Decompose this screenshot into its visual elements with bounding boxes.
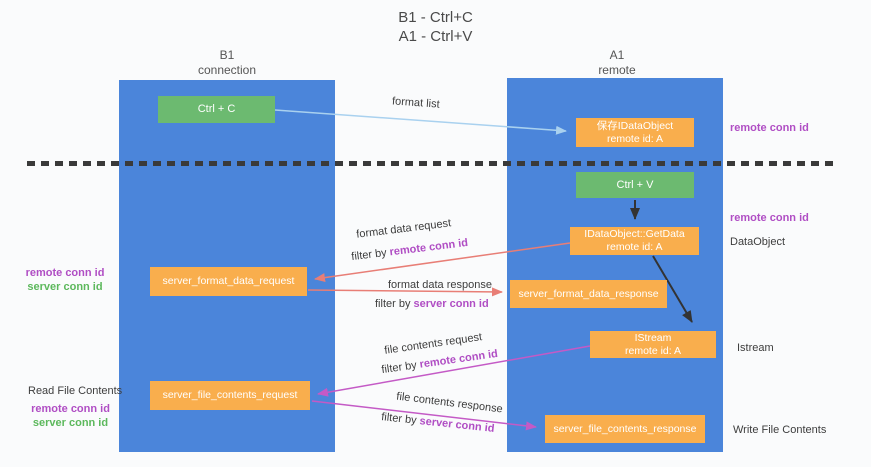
istream-line2: remote id: A — [624, 344, 682, 357]
istream-annotation: Istream — [737, 342, 774, 354]
remote-conn-id-annotation-left-bottom: remote conn id — [31, 403, 110, 415]
remote-conn-id-annotation-left: remote conn id — [25, 267, 105, 279]
title-line-1: B1 - Ctrl+C — [398, 9, 473, 26]
ctrl-v-label: Ctrl + V — [616, 178, 654, 191]
ctrl-v-box: Ctrl + V — [576, 172, 694, 198]
server-conn-id-annotation-left: server conn id — [27, 281, 103, 293]
lane-b1-subtitle: connection — [197, 63, 257, 77]
server-conn-id-annotation-left-bottom: server conn id — [32, 417, 109, 429]
file-contents-response-caption: file contents response — [395, 390, 504, 416]
server-file-contents-response-box: server_file_contents_response — [545, 415, 705, 443]
filter-by-text: filter by — [380, 358, 421, 377]
dataobject-annotation: DataObject — [730, 236, 786, 248]
lane-header-a1: A1 remote — [517, 48, 717, 78]
left-conn-ids-bottom: remote conn id server conn id — [28, 402, 113, 430]
filter-by-text: filter by — [380, 411, 421, 428]
read-file-contents-annotation: Read File Contents — [28, 385, 123, 397]
diagram-title: B1 - Ctrl+C A1 - Ctrl+V — [0, 8, 871, 46]
format-data-response-filter-caption: filter by server conn id — [375, 298, 489, 310]
lane-a1-title: A1 — [609, 48, 625, 62]
getdata-line2: remote id: A — [606, 241, 663, 253]
save-dataobject-line2: remote id: A — [606, 132, 664, 145]
server-file-contents-request-label: server_file_contents_request — [162, 389, 298, 401]
server-format-data-request-label: server_format_data_request — [162, 275, 295, 287]
lane-a1-subtitle: remote — [598, 63, 636, 77]
format-list-caption: format list — [391, 95, 441, 111]
filter-by-text: filter by — [375, 298, 414, 310]
session-divider-dashed-line — [27, 161, 833, 166]
ctrl-c-label: Ctrl + C — [197, 103, 236, 115]
save-dataobject-box: 保存IDataObject remote id: A — [576, 118, 694, 147]
getdata-line1: IDataObject::GetData — [584, 228, 685, 240]
title-line-2: A1 - Ctrl+V — [398, 28, 473, 45]
server-file-contents-request-box: server_file_contents_request — [150, 381, 310, 410]
format-data-response-caption: format data response — [388, 279, 492, 291]
server-format-data-response-label: server_format_data_response — [518, 287, 659, 300]
lane-b1-title: B1 — [219, 48, 235, 62]
remote-conn-id-annotation-mid: remote conn id — [730, 212, 809, 224]
server-format-data-request-box: server_format_data_request — [150, 267, 307, 296]
left-conn-ids-top: remote conn id server conn id — [20, 266, 110, 294]
remote-conn-id-annotation-top: remote conn id — [730, 122, 809, 134]
ctrl-c-box: Ctrl + C — [158, 96, 275, 123]
lane-header-b1: B1 connection — [127, 48, 327, 78]
server-conn-id-highlight: server conn id — [413, 298, 489, 310]
remote-conn-id-highlight: remote conn id — [388, 236, 469, 259]
istream-line1: IStream — [634, 331, 672, 344]
idataobject-getdata-box: IDataObject::GetData remote id: A — [570, 227, 699, 255]
file-contents-response-filter-caption: filter by server conn id — [381, 411, 495, 435]
format-data-request-filter-caption: filter by remote conn id — [351, 237, 469, 263]
server-format-data-response-box: server_format_data_response — [510, 280, 667, 308]
server-conn-id-highlight: server conn id — [418, 415, 496, 435]
save-dataobject-line1: 保存IDataObject — [596, 119, 674, 132]
write-file-contents-annotation: Write File Contents — [733, 424, 827, 436]
remote-conn-id-highlight: remote conn id — [418, 347, 499, 371]
filter-by-text: filter by — [350, 246, 391, 264]
server-file-contents-response-label: server_file_contents_response — [553, 422, 697, 435]
istream-box: IStream remote id: A — [590, 331, 716, 358]
format-data-request-caption: format data request — [355, 217, 452, 241]
